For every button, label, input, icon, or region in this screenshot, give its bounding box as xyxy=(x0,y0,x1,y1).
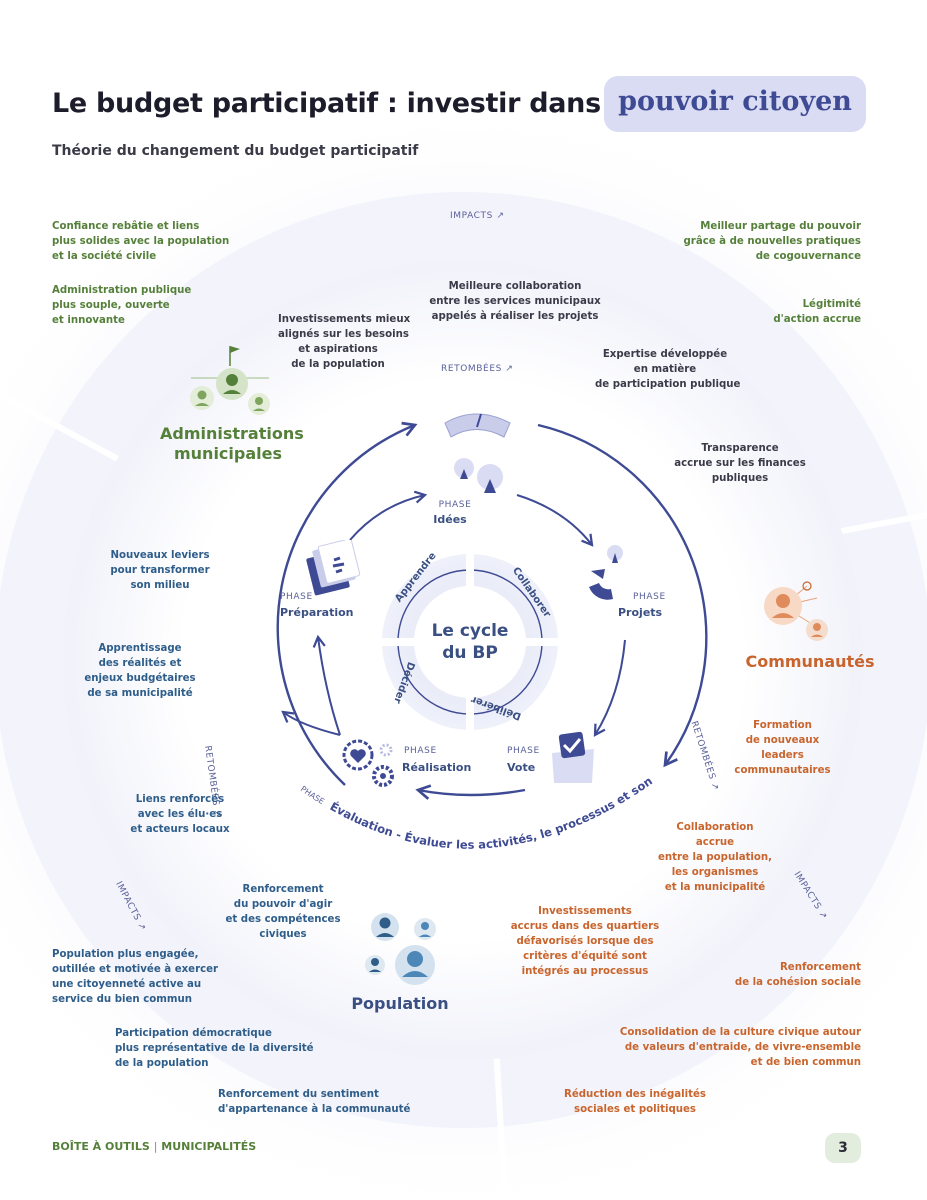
phase-idees: Idées xyxy=(433,513,467,526)
page-subtitle: Théorie du changement du budget particip… xyxy=(52,143,419,159)
impacts-label-top: IMPACTS ↗ xyxy=(450,211,505,221)
phase-vote-tag: PHASE xyxy=(507,746,540,756)
heart-gears-icon xyxy=(342,739,394,787)
population-title: Population xyxy=(351,994,449,1013)
population-people-icon xyxy=(365,913,436,985)
phase-realisation-tag: PHASE xyxy=(404,746,437,756)
phase-preparation: Préparation xyxy=(280,606,354,619)
projects-icon xyxy=(589,545,623,600)
phase-vote: Vote xyxy=(507,761,536,774)
page-number: 3 xyxy=(838,1140,848,1156)
communautes-impact-2: Consolidation de la culture civique auto… xyxy=(619,1027,861,1068)
page-number-pill xyxy=(825,1133,861,1163)
population-impact-1: Population plus engagée,outillée et moti… xyxy=(52,949,219,1005)
communautes-title: Communautés xyxy=(745,652,875,671)
phase-preparation-tag: PHASE xyxy=(280,592,313,602)
ballot-icon xyxy=(552,731,594,783)
phase-projets: Projets xyxy=(618,606,663,619)
page-title: Le budget participatif : investir dans l… xyxy=(52,88,637,119)
admin-people-icon xyxy=(190,346,270,415)
title-highlight-pill xyxy=(604,76,866,132)
svg-text:PHASE Évaluation - Évalu: PHASE Évaluation - Évaluer les activités… xyxy=(0,0,655,852)
title-highlight: pouvoir citoyen xyxy=(618,86,852,117)
bulbs-icon xyxy=(454,458,503,493)
footer: BOÎTE À OUTILS | MUNICIPALITÉS xyxy=(52,1140,257,1153)
documents-icon xyxy=(306,540,361,596)
retombees-label-top: RETOMBÉES ↗ xyxy=(441,364,514,374)
communautes-people-icon xyxy=(764,581,828,641)
phase-realisation: Réalisation xyxy=(402,761,472,774)
phase-projets-tag: PHASE xyxy=(633,592,666,602)
phase-idees-tag: PHASE xyxy=(438,500,472,510)
